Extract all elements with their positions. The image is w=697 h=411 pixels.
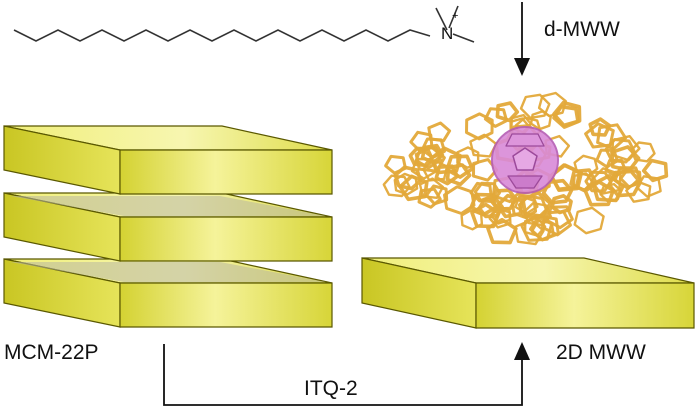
framework-ring — [549, 163, 584, 192]
d-mww-label: d-MWW — [544, 18, 620, 41]
framework-ring — [469, 181, 493, 203]
framework-ring — [443, 185, 476, 215]
framework-ring — [510, 194, 538, 220]
methyl-bond-up — [435, 7, 448, 31]
framework-ring — [472, 158, 499, 182]
framework-ring — [434, 164, 460, 186]
zeolite-framework — [382, 91, 669, 246]
surfactant-molecule — [13, 5, 475, 43]
framework-ring — [552, 100, 582, 128]
framework-ring — [630, 141, 656, 163]
framework-ring — [470, 202, 501, 229]
interlayer-shadow-upper — [10, 196, 326, 216]
cage-face-top — [505, 133, 545, 147]
framework-ring — [604, 138, 637, 164]
framework-ring — [417, 187, 442, 209]
itq-2-path — [163, 344, 523, 406]
framework-ring — [382, 174, 411, 198]
itq-2-arrowhead — [514, 342, 530, 360]
framework-ring — [517, 194, 548, 220]
slab-middle-front-face — [119, 216, 333, 262]
alkyl-chain — [13, 29, 431, 42]
framework-ring — [519, 93, 551, 120]
framework-ring — [495, 101, 520, 123]
cage — [491, 126, 559, 194]
slab-top-front-face — [119, 149, 333, 195]
slab-top — [3, 125, 333, 195]
framework-ring — [595, 148, 619, 169]
nitrogen-atom-label: N — [441, 24, 453, 43]
framework-ring — [460, 208, 484, 231]
framework-ring — [393, 165, 423, 191]
framework-ring — [641, 158, 669, 183]
cage-face-center — [512, 147, 538, 171]
methyl-bond-right — [452, 33, 475, 43]
framework-ring — [529, 110, 552, 131]
framework-rings — [382, 91, 669, 246]
framework-ring — [573, 206, 605, 235]
mcm-22p-label: MCM-22P — [4, 341, 99, 364]
charge-label: + — [452, 10, 458, 22]
framework-ring — [524, 216, 547, 237]
d-mww-arrowhead — [514, 58, 530, 76]
mcm-22p-stack — [3, 125, 333, 328]
2d-mww-slab — [361, 257, 695, 329]
framework-ring — [427, 121, 452, 143]
framework-ring — [584, 170, 613, 193]
framework-ring — [540, 210, 572, 237]
cage-face-bottom — [507, 175, 543, 189]
framework-ring — [591, 174, 625, 203]
interlayer-shadow-lower — [10, 262, 326, 282]
itq-2-label: ITQ-2 — [304, 377, 358, 400]
right-slab-front-face — [475, 282, 695, 329]
2d-mww-label: 2D MWW — [556, 341, 646, 364]
framework-ring — [619, 168, 642, 189]
framework-ring — [550, 194, 573, 215]
framework-ring — [456, 146, 480, 169]
framework-ring — [537, 91, 567, 118]
slab-bottom-front-face — [119, 282, 333, 328]
framework-ring — [465, 112, 494, 141]
framework-ring — [599, 182, 623, 203]
methyl-bond-up-right — [448, 5, 459, 29]
framework-ring — [393, 172, 419, 196]
framework-ring — [414, 146, 443, 170]
framework-ring — [514, 218, 545, 246]
framework-ring — [573, 154, 599, 177]
framework-ring — [418, 177, 445, 200]
framework-ring — [635, 175, 662, 198]
